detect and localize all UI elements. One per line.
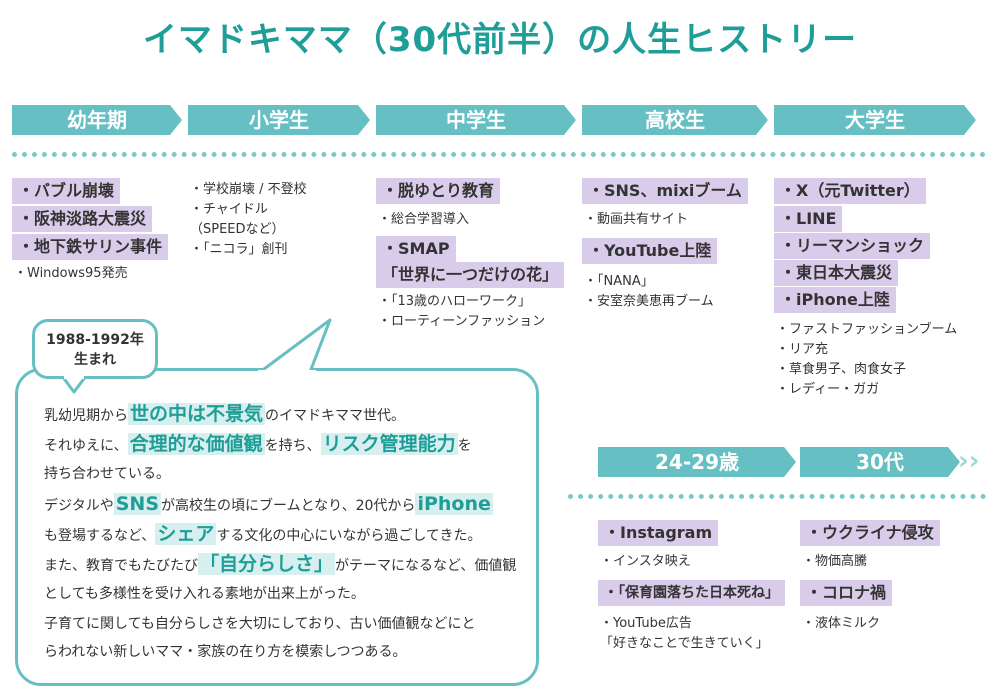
keyword: 合理的な価値観 [127, 433, 265, 455]
stage-24-29: 24-29歳 [598, 447, 796, 477]
birth-label: 生まれ [74, 352, 116, 368]
story-line-9: らわれない新しいママ・家族の在り方を模索しつつある。 [44, 644, 407, 660]
story-line-5: も登場するなど、シェアする文化の中心にいながら過ごしてきた。 [44, 523, 482, 545]
age30s-highlight-1: ・ウクライナ侵攻 [800, 520, 940, 546]
daigaku-highlight-2: ・LINE [774, 206, 843, 232]
daigaku-item-4: ・レディー・ガガ [776, 382, 880, 397]
story-line-1: 乳幼児期から世の中は不景気のイマドキママ世代。 [44, 403, 406, 425]
story-line-7: としても多様性を受け入れる素地が出来上がった。 [44, 586, 365, 602]
chugaku-item-1: ・総合学習導入 [378, 212, 470, 227]
koko-highlight-2: ・YouTube上陸 [582, 238, 718, 264]
age2429-item-2: ・YouTube広告 [600, 616, 692, 631]
daigaku-item-2: ・リア充 [776, 342, 829, 357]
chugaku-highlight-1: ・脱ゆとり教育 [376, 178, 501, 204]
keyword: 「自分らしさ」 [198, 553, 336, 575]
stage-koko: 高校生 [582, 105, 768, 135]
daigaku-highlight-1: ・X（元Twitter） [774, 178, 926, 204]
age30s-item-2: ・液体ミルク [802, 616, 881, 631]
keyword: 世の中は不景気 [128, 403, 266, 425]
birth-bubble: 1988-1992年 生まれ [32, 319, 158, 379]
stage-yonen: 幼年期 [12, 105, 182, 135]
age30s-item-1: ・物価高騰 [802, 554, 868, 569]
story-bubble [15, 368, 539, 686]
daigaku-highlight-5: ・iPhone上陸 [774, 287, 896, 313]
daigaku-highlight-4: ・東日本大震災 [774, 260, 899, 286]
stage-30s: 30代 [800, 447, 960, 477]
keyword: リスク管理能力 [320, 433, 458, 455]
shogaku-item-2: ・チャイドル [190, 202, 268, 217]
koko-item-1: ・動画共有サイト [584, 212, 689, 227]
keyword: iPhone [415, 493, 493, 515]
stage-shogaku: 小学生 [188, 105, 370, 135]
yonen-item-1: ・Windows95発売 [14, 266, 128, 281]
chugaku-highlight-2: ・SMAP 「世界に一つだけの花」 [376, 236, 565, 288]
stage-daigaku: 大学生 [774, 105, 976, 135]
age2429-highlight-2: ・「保育園落ちた日本死ね」 [598, 580, 785, 606]
age2429-item-3: 「好きなことで生きていく」 [600, 636, 769, 651]
age30s-highlight-2: ・コロナ禍 [800, 580, 893, 606]
chugaku-item-2: ・「13歳のハローワーク」 [378, 294, 532, 309]
koko-highlight-1: ・SNS、mixiブーム [582, 178, 748, 204]
keyword: SNS [113, 493, 162, 515]
koko-item-3: ・安室奈美恵再ブーム [584, 294, 714, 309]
shogaku-item-1: ・学校崩壊 / 不登校 [190, 182, 307, 197]
koko-item-2: ・「NANA」 [584, 274, 654, 289]
divider-bottom [568, 494, 986, 499]
chugaku-item-3: ・ローティーンファッション [378, 314, 546, 329]
story-line-8: 子育てに関しても自分らしさを大切にしており、古い価値観などにと [44, 616, 476, 632]
page-title: イマドキママ（30代前半）の人生ヒストリー [142, 20, 858, 60]
birth-bubble-tail [60, 376, 88, 394]
daigaku-item-1: ・ファストファッションブーム [776, 322, 958, 337]
story-line-6: また、教育でもたびたび「自分らしさ」がテーマになるなど、価値観 [44, 553, 517, 575]
birth-years: 1988-1992年 [46, 332, 144, 348]
story-line-2: それゆえに、合理的な価値観を持ち、リスク管理能力を [44, 433, 472, 455]
daigaku-highlight-3: ・リーマンショック [774, 233, 931, 259]
age2429-highlight-1: ・Instagram [598, 520, 719, 546]
daigaku-item-3: ・草食男子、肉食女子 [776, 362, 907, 377]
yonen-highlight-3: ・地下鉄サリン事件 [12, 234, 169, 260]
divider-top [12, 152, 986, 157]
yonen-highlight-1: ・バブル崩壊 [12, 178, 121, 204]
age2429-item-1: ・インスタ映え [600, 554, 691, 569]
chevron-right-icon: ›› [958, 446, 980, 476]
stage-chugaku: 中学生 [376, 105, 576, 135]
story-bubble-tail [258, 318, 332, 376]
shogaku-item-4: ・「ニコラ」創刊 [190, 242, 288, 257]
keyword: シェア [155, 523, 217, 545]
shogaku-item-3: （SPEEDなど） [190, 222, 285, 237]
yonen-highlight-2: ・阪神淡路大震災 [12, 206, 153, 232]
story-line-3: 持ち合わせている。 [44, 466, 170, 482]
